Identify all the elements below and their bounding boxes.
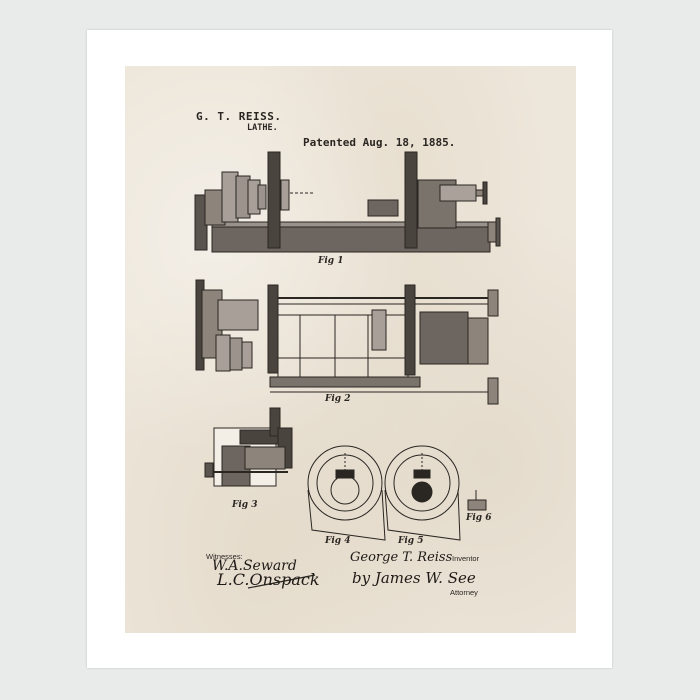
- fig4-drawing: [307, 445, 386, 541]
- inventor-signature: George T. Reiss: [350, 550, 453, 565]
- witnesses-label: Witnesses:: [206, 552, 243, 561]
- fig6-caption: Fig 6: [466, 513, 492, 523]
- fig5-drawing: [384, 445, 461, 541]
- witness-2-signature: L.C.Onspack: [217, 570, 320, 589]
- patent-date: Patented Aug. 18, 1885.: [303, 136, 456, 149]
- patent-inventor-name: G. T. REISS.: [196, 110, 282, 123]
- fig5-caption: Fig 5: [398, 536, 424, 546]
- fig3-caption: Fig 3: [232, 500, 258, 510]
- fig1-caption: Fig 1: [318, 256, 344, 266]
- fig6-drawing: [467, 490, 487, 511]
- attorney-signature: by James W. See: [352, 569, 476, 587]
- inventor-label: Inventor: [452, 554, 480, 563]
- fig3-drawing: [204, 407, 293, 487]
- fig2-caption: Fig 2: [325, 394, 351, 404]
- fig1-drawing: [194, 151, 501, 253]
- fig4-caption: Fig 4: [325, 536, 351, 546]
- attorney-label: Attorney: [450, 588, 478, 597]
- fig2-drawing: [195, 279, 499, 405]
- witness-1-signature: W.A.Seward: [212, 558, 297, 574]
- patent-title: LATHE.: [247, 123, 278, 133]
